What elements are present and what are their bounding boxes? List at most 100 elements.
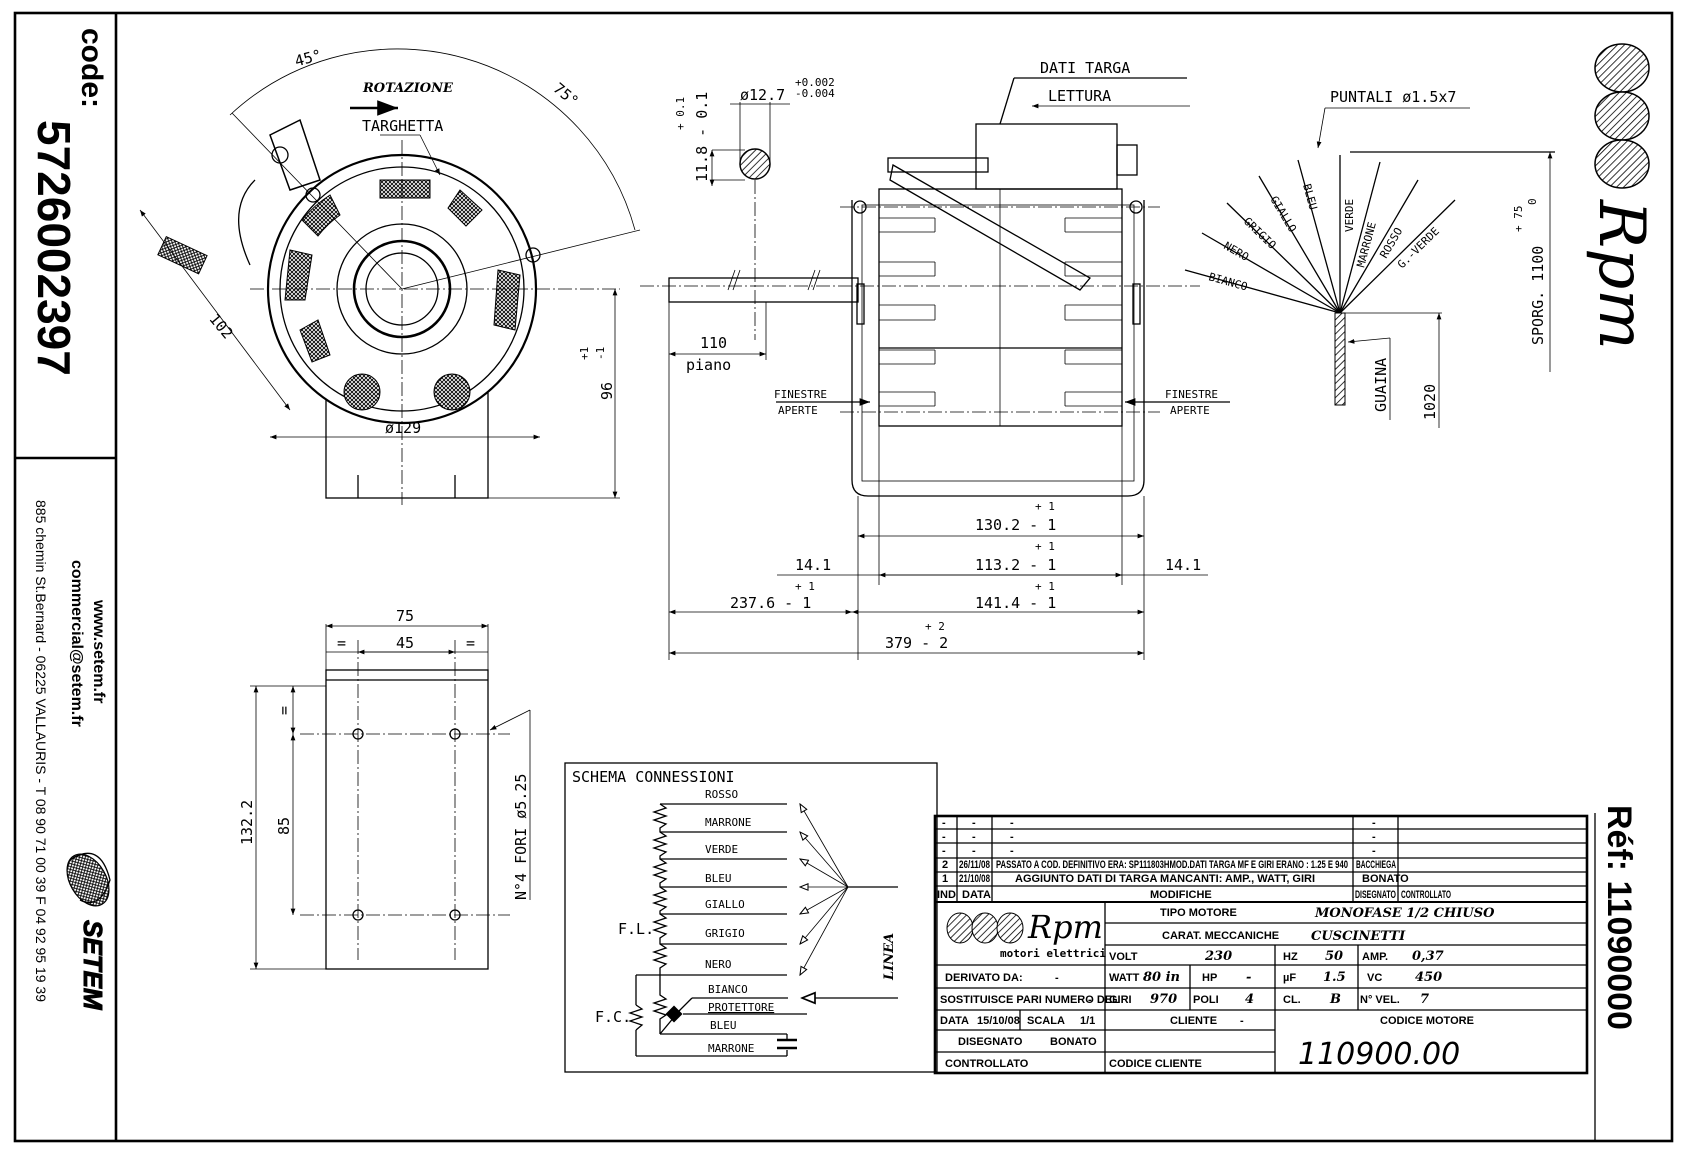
rev-ind: - (942, 845, 946, 857)
watt-value: 80 in (1143, 970, 1180, 985)
rev-drawn: BACCHIEGA (1356, 859, 1396, 871)
volt-value: 230 (1204, 949, 1232, 964)
nameplate-label: TARGHETTA (362, 117, 443, 135)
plate-equal-vertical: = (275, 706, 293, 715)
windows-right-label-1: FINESTRE (1165, 388, 1218, 401)
wire-label-nero: NERO (1222, 239, 1251, 264)
scale-value: 1/1 (1080, 1015, 1095, 1027)
tips-label: PUNTALI ø1.5x7 (1330, 88, 1456, 106)
plate-holes-label: N°4 FORI ø5.25 (512, 774, 530, 900)
side-view: DATI TARGA LETTURA 110 piano FINESTRE AP… (640, 59, 1230, 660)
rev-desc: PASSATO A COD. DEFINITIVO ERA: SP111803H… (996, 859, 1348, 871)
drawing-frame (13, 11, 1674, 1143)
wire-bleu-protector: BLEU (710, 1019, 737, 1032)
protrusion-tol-minus: 0 (1526, 198, 1539, 205)
front-view: ROTAZIONE TARGHETTA 45° 75° 102 ø129 96 … (139, 46, 641, 505)
housing-fins (878, 188, 1123, 427)
setem-brand: SETEM (78, 920, 108, 1011)
wire-nero: NERO (705, 958, 732, 971)
dim-130-tol: + 1 (1035, 500, 1055, 513)
flat-label: piano (686, 356, 731, 374)
motor-type-value: MONOFASE 1/2 CHIUSO (1314, 906, 1495, 921)
rev-date: - (972, 831, 976, 843)
shaft-flat-tol: + 0.1 (674, 97, 687, 130)
poli-label: POLI (1193, 994, 1219, 1006)
rev-date: 26/11/08 (959, 859, 990, 871)
wire-protettore: PROTETTORE (708, 1001, 774, 1014)
wire-marrone-capacitor: MARRONE (708, 1042, 754, 1055)
amp-label: AMP. (1362, 951, 1388, 963)
client-code-label: CODICE CLIENTE (1109, 1058, 1202, 1070)
rev-date: - (972, 845, 976, 857)
sheath-length-label: 1020 (1421, 384, 1439, 420)
motor-code-label: CODICE MOTORE (1380, 1015, 1474, 1027)
reference-number: Réf: 11090000 (1600, 805, 1638, 1030)
revision-row: - - - - (942, 831, 1376, 843)
dim-113-label: 113.2 - 1 (975, 556, 1056, 574)
dim-14-left-label: 14.1 (795, 556, 831, 574)
email-link[interactable]: commercial@setem.fr (68, 560, 85, 727)
dim-237-label: 237.6 - 1 (730, 594, 811, 612)
shaft-flat-label: 11.8 - 0.1 (693, 92, 711, 182)
speeds-value: 7 (1420, 992, 1429, 1007)
left-company-strip: code: 5726002397 www.setem.fr commercial… (28, 28, 111, 1011)
header-date: DATA (962, 889, 991, 901)
rev-desc: - (1010, 831, 1014, 843)
poli-value: 4 (1245, 992, 1254, 1007)
dim-96-label: 96 (598, 382, 616, 400)
shaft-tol-plus: +0.002 (795, 76, 835, 89)
header-ind: IND (937, 889, 956, 901)
windows-right-label-2: APERTE (1170, 404, 1210, 417)
wire-grigio: GRIGIO (705, 927, 745, 940)
dim-14-right-label: 14.1 (1165, 556, 1201, 574)
wire-marrone: MARRONE (705, 816, 751, 829)
wiring-title: SCHEMA CONNESSIONI (572, 768, 735, 786)
vc-value: 450 (1415, 970, 1442, 985)
wire-bianco: BIANCO (708, 983, 748, 996)
flat-length-label: 110 (700, 334, 727, 352)
derived-value: - (1055, 972, 1059, 984)
date-value: 15/10/08 (977, 1015, 1020, 1027)
title-logo-text: Rpm (1027, 908, 1103, 946)
revision-row: 2 26/11/08 PASSATO A COD. DEFINITIVO ERA… (942, 859, 1396, 871)
wiring-diagram: SCHEMA CONNESSIONI ROSSO MAR (564, 762, 938, 1073)
rpm-logo: Rpm motori elettrici (946, 908, 1106, 960)
line-label: LINEA (882, 933, 897, 981)
rev-ind: 2 (942, 859, 948, 871)
nameplate-data-label: DATI TARGA (1040, 59, 1130, 77)
website-link[interactable]: www.setem.fr (90, 599, 107, 703)
motor-type-label: TIPO MOTORE (1160, 907, 1237, 919)
hp-label: HP (1202, 972, 1217, 984)
hz-value: 50 (1325, 949, 1343, 964)
plate-width-75: 75 (396, 607, 414, 625)
revision-row: 1 21/10/08 AGGIUNTO DATI DI TARGA MANCAN… (942, 873, 1409, 885)
wire-label-bianco: BIANCO (1207, 270, 1249, 293)
shaft (668, 277, 859, 303)
wire-rosso: ROSSO (705, 788, 738, 801)
shaft-tol-minus: -0.004 (795, 87, 835, 100)
replaces-label: SOSTITUISCE PARI NUMERO DEL (940, 994, 1119, 1006)
shaft-section: ø12.7 +0.002 -0.004 11.8 - 0.1 + 0.1 (674, 76, 835, 340)
wire-giallo: GIALLO (705, 898, 745, 911)
amp-value: 0,37 (1412, 949, 1444, 964)
uf-value: 1.5 (1323, 970, 1346, 985)
wire-label-bleu: BLEU (1300, 182, 1320, 211)
plate-equal-right: = (466, 634, 475, 652)
hz-label: HZ (1283, 951, 1298, 963)
shaft-diameter-label: ø12.7 (740, 86, 785, 104)
wire-label-grigio: GRIGIO (1241, 215, 1279, 252)
derived-label: DERIVATO DA: (945, 972, 1023, 984)
protrusion-label: SPORG. 1100 (1529, 246, 1547, 345)
wire-verde: VERDE (705, 843, 738, 856)
wire-label-giallo: GIALLO (1267, 194, 1299, 235)
rev-ind: 1 (942, 873, 948, 885)
capacitor (975, 123, 1118, 190)
dim-102-label: 102 (205, 310, 236, 342)
reading-label: LETTURA (1048, 87, 1111, 105)
speeds-label: N° VEL. (1360, 994, 1400, 1006)
mech-label: CARAT. MECCANICHE (1162, 930, 1279, 942)
cl-value: B (1329, 992, 1341, 1007)
revision-row: - - - - (942, 845, 1376, 857)
giri-label: GIRI (1109, 994, 1132, 1006)
fl-label: F.L. (618, 920, 654, 938)
